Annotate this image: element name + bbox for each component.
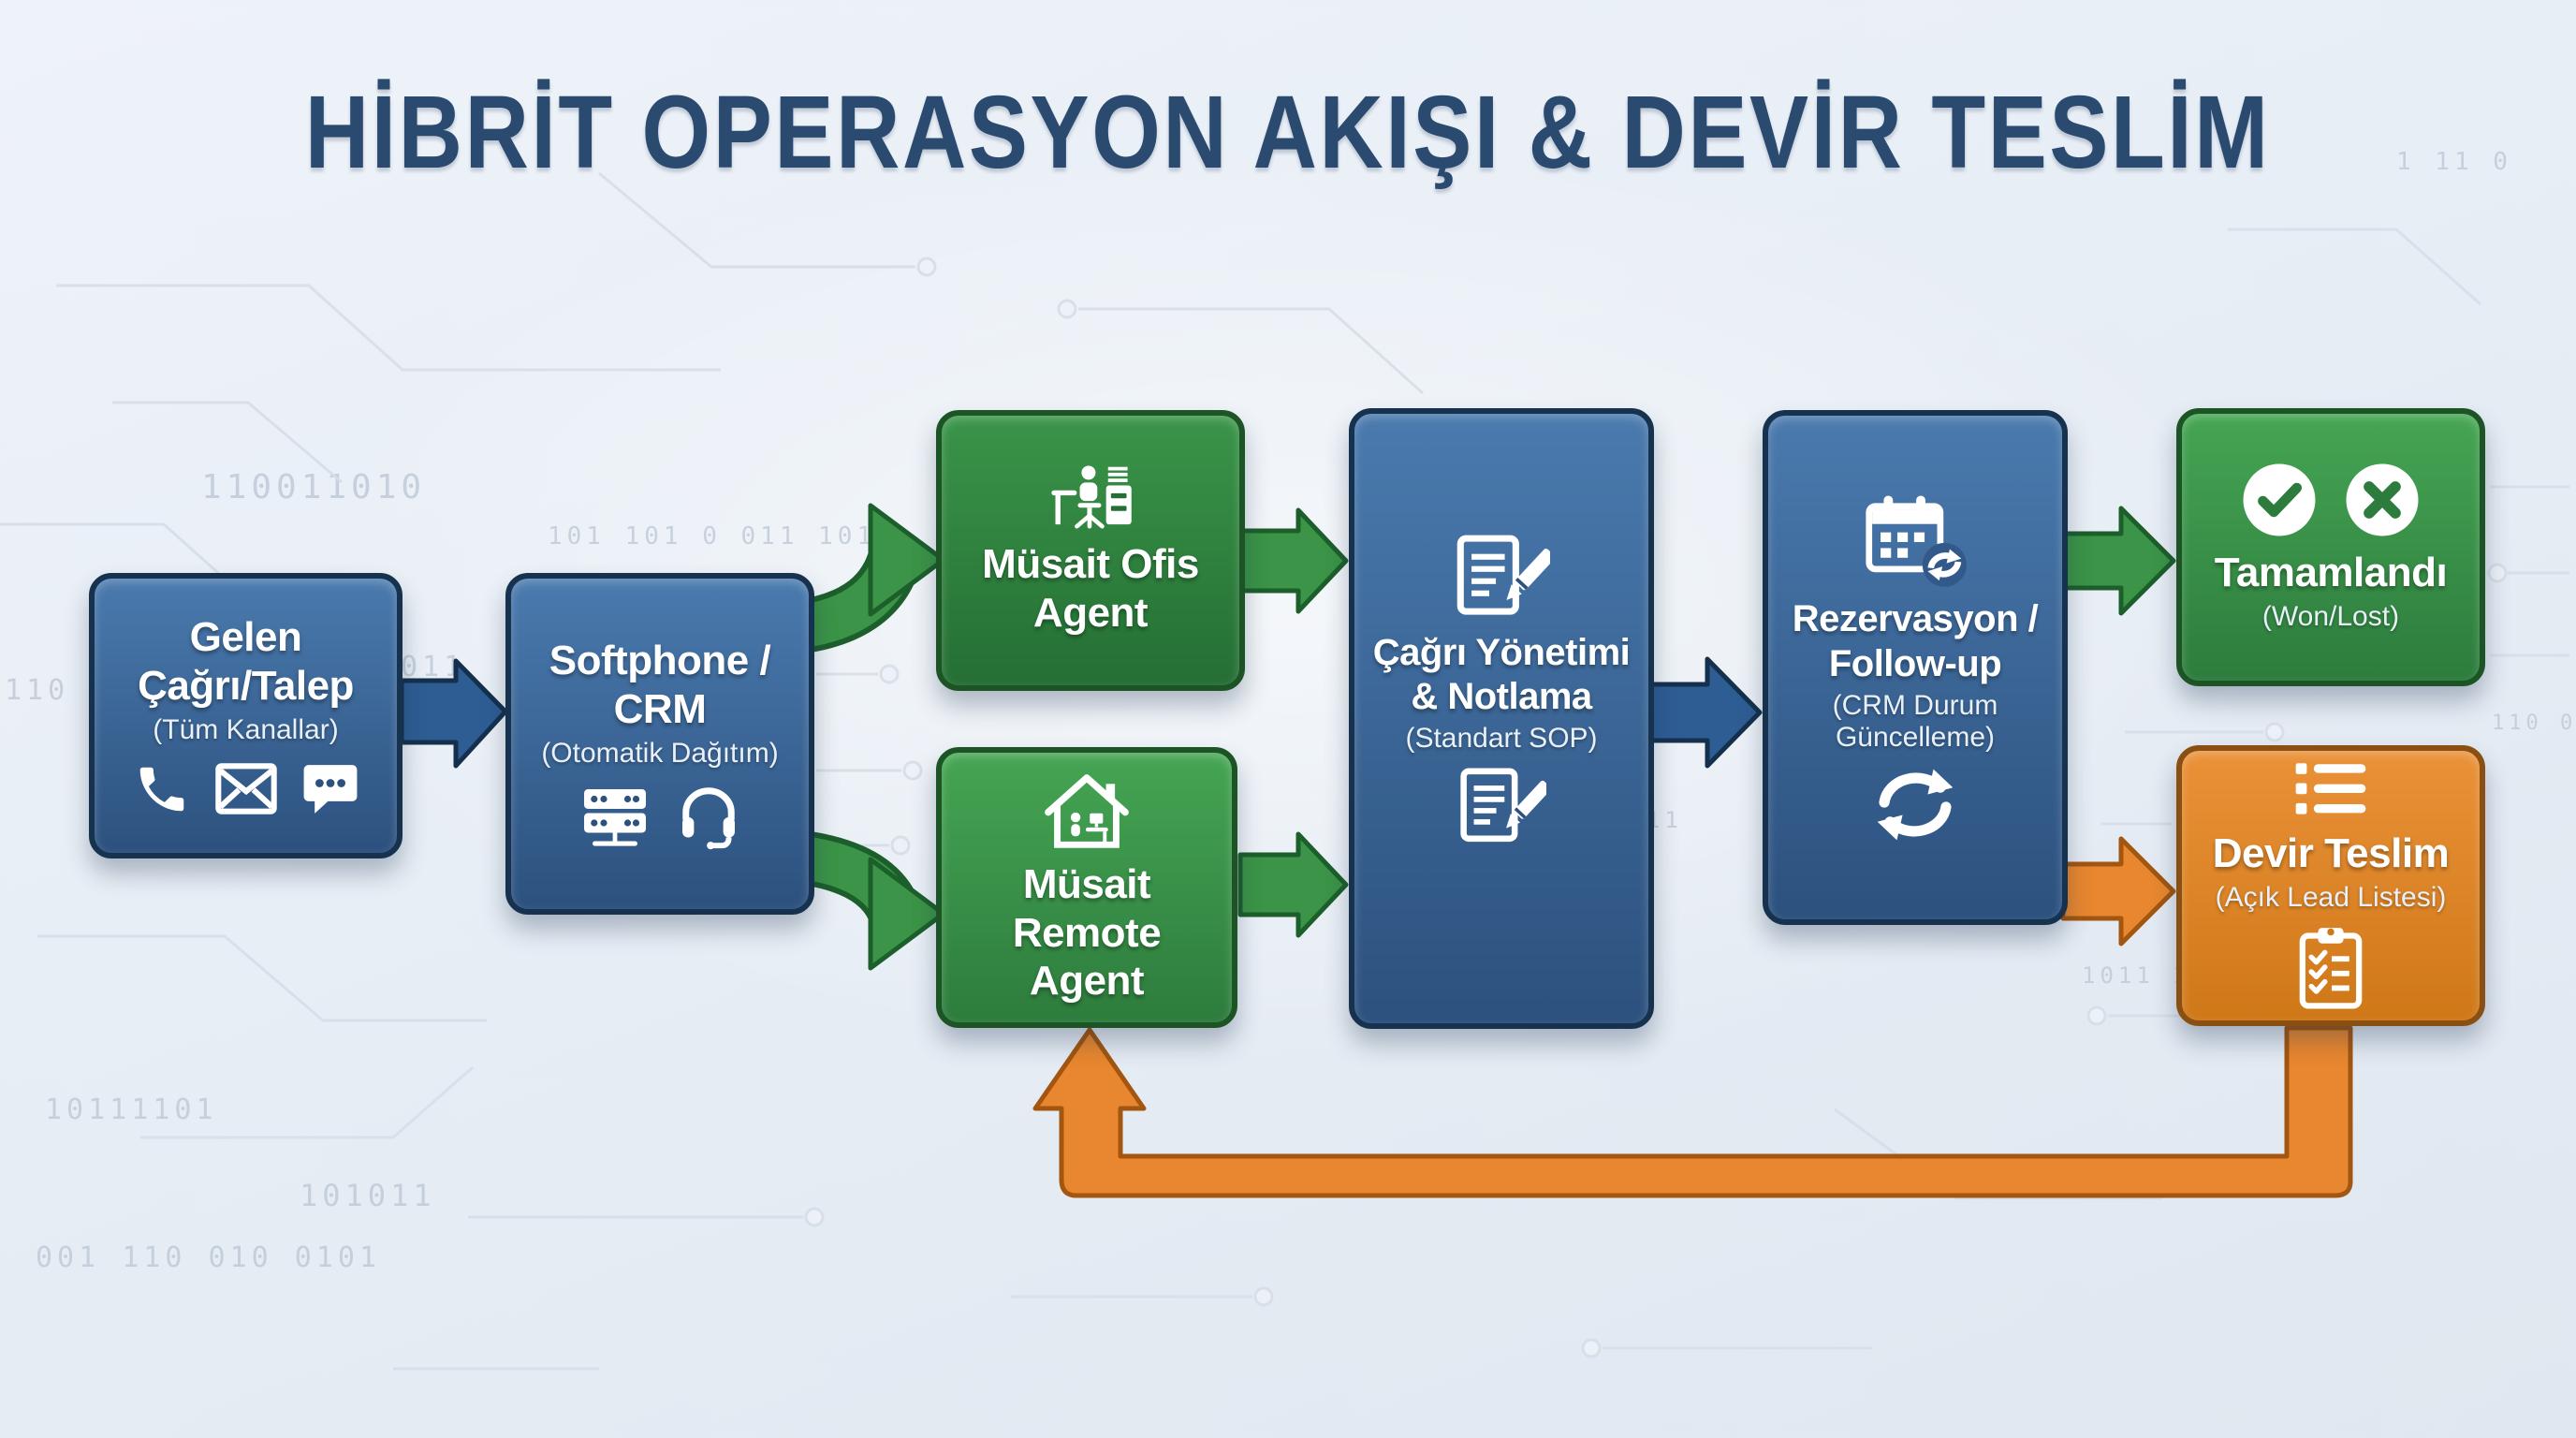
node-subtitle: (Won/Lost) <box>2261 601 2400 633</box>
node-title-line2: Follow-up <box>1828 642 2002 684</box>
node-title: Rezervasyon /Follow-up <box>1793 597 2039 685</box>
headset-icon <box>682 786 735 849</box>
node-subtitle: (Otomatik Dağıtım) <box>541 738 779 770</box>
arrow-remote-to-cagri <box>1237 831 1349 938</box>
arrow-devir-to-remote-loop <box>1032 1025 2353 1198</box>
binary-text: 110011010 <box>201 468 427 506</box>
binary-text: 1 11 0 <box>2396 148 2512 176</box>
circuit-traces <box>0 171 2569 1371</box>
binary-text: 101011 <box>300 1178 436 1213</box>
x-circle-icon <box>2346 463 2419 536</box>
node-title-line1: Çağrı Yönetimi <box>1372 631 1631 673</box>
arrow-gelen-to-softphone <box>399 658 508 769</box>
won-lost-icons <box>2240 461 2422 539</box>
node-subtitle: (Standart SOP) <box>1405 722 1598 754</box>
phone-icon <box>139 767 183 811</box>
node-subtitle: (CRM Durum Güncelleme) <box>1832 689 1998 754</box>
node-title-line1: Müsait <box>1022 860 1151 907</box>
node-title-line2: Çağrı/Talep <box>138 663 354 710</box>
chat-icon <box>303 764 357 814</box>
node-title-line1: Müsait Ofis <box>982 541 1199 588</box>
server-icon <box>584 788 646 846</box>
binary-text: 110 011 <box>2492 712 2576 735</box>
page-title: HİBRİT OPERASYON AKIŞI & DEVİR TESLİM <box>0 73 2576 192</box>
document-edit-icon <box>1456 535 1550 615</box>
node-title-line1: Softphone / <box>549 638 771 684</box>
binary-text: 101 101 0 011 1011 <box>548 522 896 550</box>
arrow-cagri-to-rezervasyon <box>1647 656 1763 769</box>
node-title-line2: Remote Agent <box>1012 909 1162 1005</box>
node-title-line1: Rezervasyon / <box>1792 598 2039 640</box>
node-softphone-crm: Softphone /CRM (Otomatik Dağıtım) <box>505 573 814 915</box>
node-title-line2: CRM <box>613 686 707 733</box>
node-tamamlandi: Tamamlandı (Won/Lost) <box>2176 408 2485 686</box>
check-circle-icon <box>2243 463 2316 536</box>
binary-text: 001 110 010 0101 <box>36 1241 381 1274</box>
node-title-line2: & Notlama <box>1411 675 1592 717</box>
node-title: Softphone /CRM <box>549 637 771 734</box>
mail-icon <box>214 763 277 814</box>
arrow-ofis-to-cagri <box>1237 507 1349 614</box>
list-icon <box>2295 763 2366 814</box>
node-title: Çağrı Yönetimi& Notlama <box>1373 631 1631 719</box>
office-desk-icon <box>1051 465 1132 529</box>
arrow-rezervasyon-to-tamamlandi <box>2060 506 2176 616</box>
node-title: Tamamlandı <box>2214 550 2448 596</box>
calendar-sync-icon <box>1866 495 1967 588</box>
node-subtitle: (Tüm Kanallar) <box>153 714 339 746</box>
node-devir-teslim: Devir Teslim (Açık Lead Listesi) <box>2176 745 2485 1026</box>
sync-icon <box>1877 769 1954 841</box>
node-title: Devir Teslim <box>2212 830 2450 877</box>
node-title-line1: Gelen <box>189 614 302 661</box>
binary-text: 10111101 <box>45 1093 218 1126</box>
page-title-text: HİBRİT OPERASYON AKIŞI & DEVİR TESLİM <box>305 75 2271 190</box>
node-cagri-yonetimi-notlama: Çağrı Yönetimi& Notlama (Standart SOP) <box>1349 408 1654 1029</box>
arrow-softphone-to-ofis <box>768 503 946 654</box>
clipboard-check-icon <box>2299 928 2363 1009</box>
arrow-rezervasyon-to-devir <box>2060 836 2176 946</box>
channel-icons <box>133 760 359 818</box>
system-icons <box>578 784 741 851</box>
node-subtitle: (Açık Lead Listesi) <box>2215 881 2447 913</box>
arrow-softphone-to-remote <box>768 829 946 971</box>
node-title-line2: Agent <box>1032 590 1149 636</box>
document-edit-icon <box>1460 768 1546 843</box>
node-rezervasyon-followup: Rezervasyon /Follow-up (CRM Durum Güncel… <box>1763 410 2068 925</box>
binary-text: 011 <box>401 651 466 683</box>
home-office-icon <box>1045 773 1129 848</box>
